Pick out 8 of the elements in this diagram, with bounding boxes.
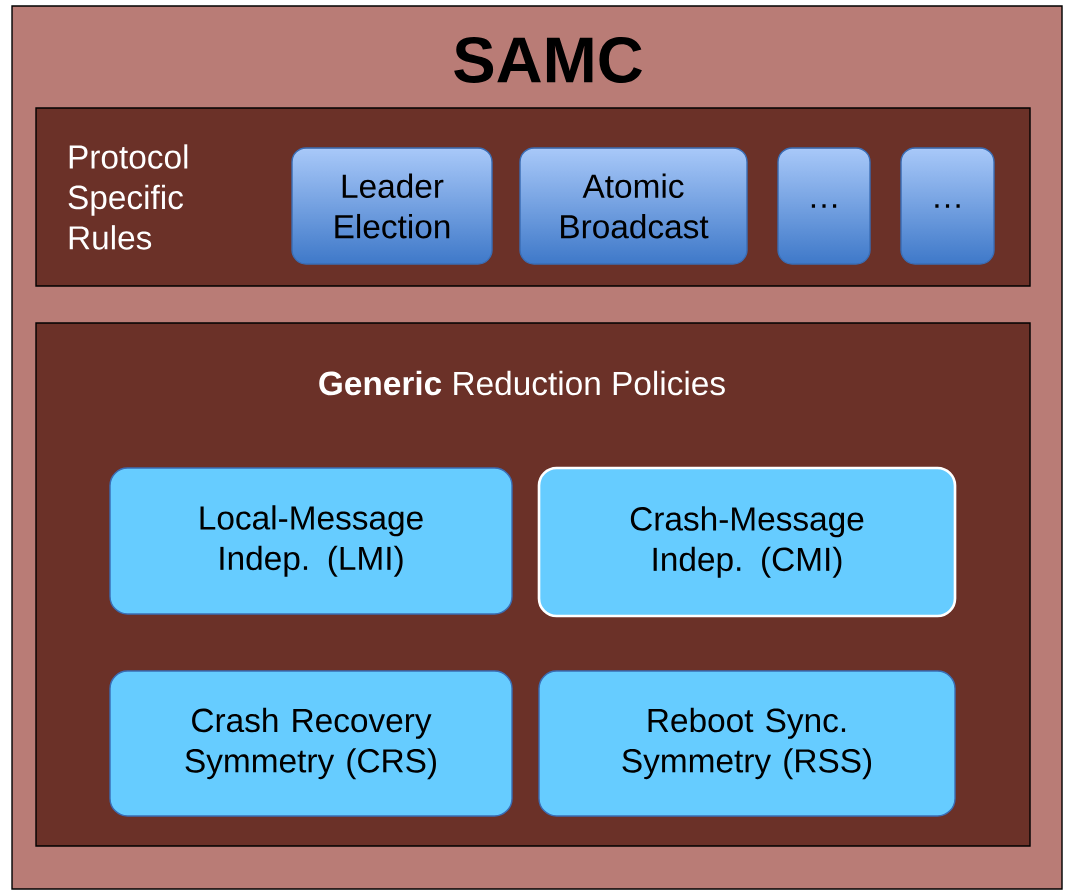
rule-box: … bbox=[777, 147, 871, 265]
rule-box: … bbox=[900, 147, 995, 265]
policy-box: Local-Message Indep. (LMI) bbox=[109, 467, 513, 615]
rule-box: Leader Election bbox=[291, 147, 493, 265]
rule-box: Atomic Broadcast bbox=[519, 147, 748, 265]
policy-box: Reboot Sync. Symmetry (RSS) bbox=[538, 670, 956, 817]
policy-box: Crash-Message Indep. (CMI) bbox=[537, 466, 957, 618]
policy-box: Crash Recovery Symmetry (CRS) bbox=[109, 670, 513, 817]
